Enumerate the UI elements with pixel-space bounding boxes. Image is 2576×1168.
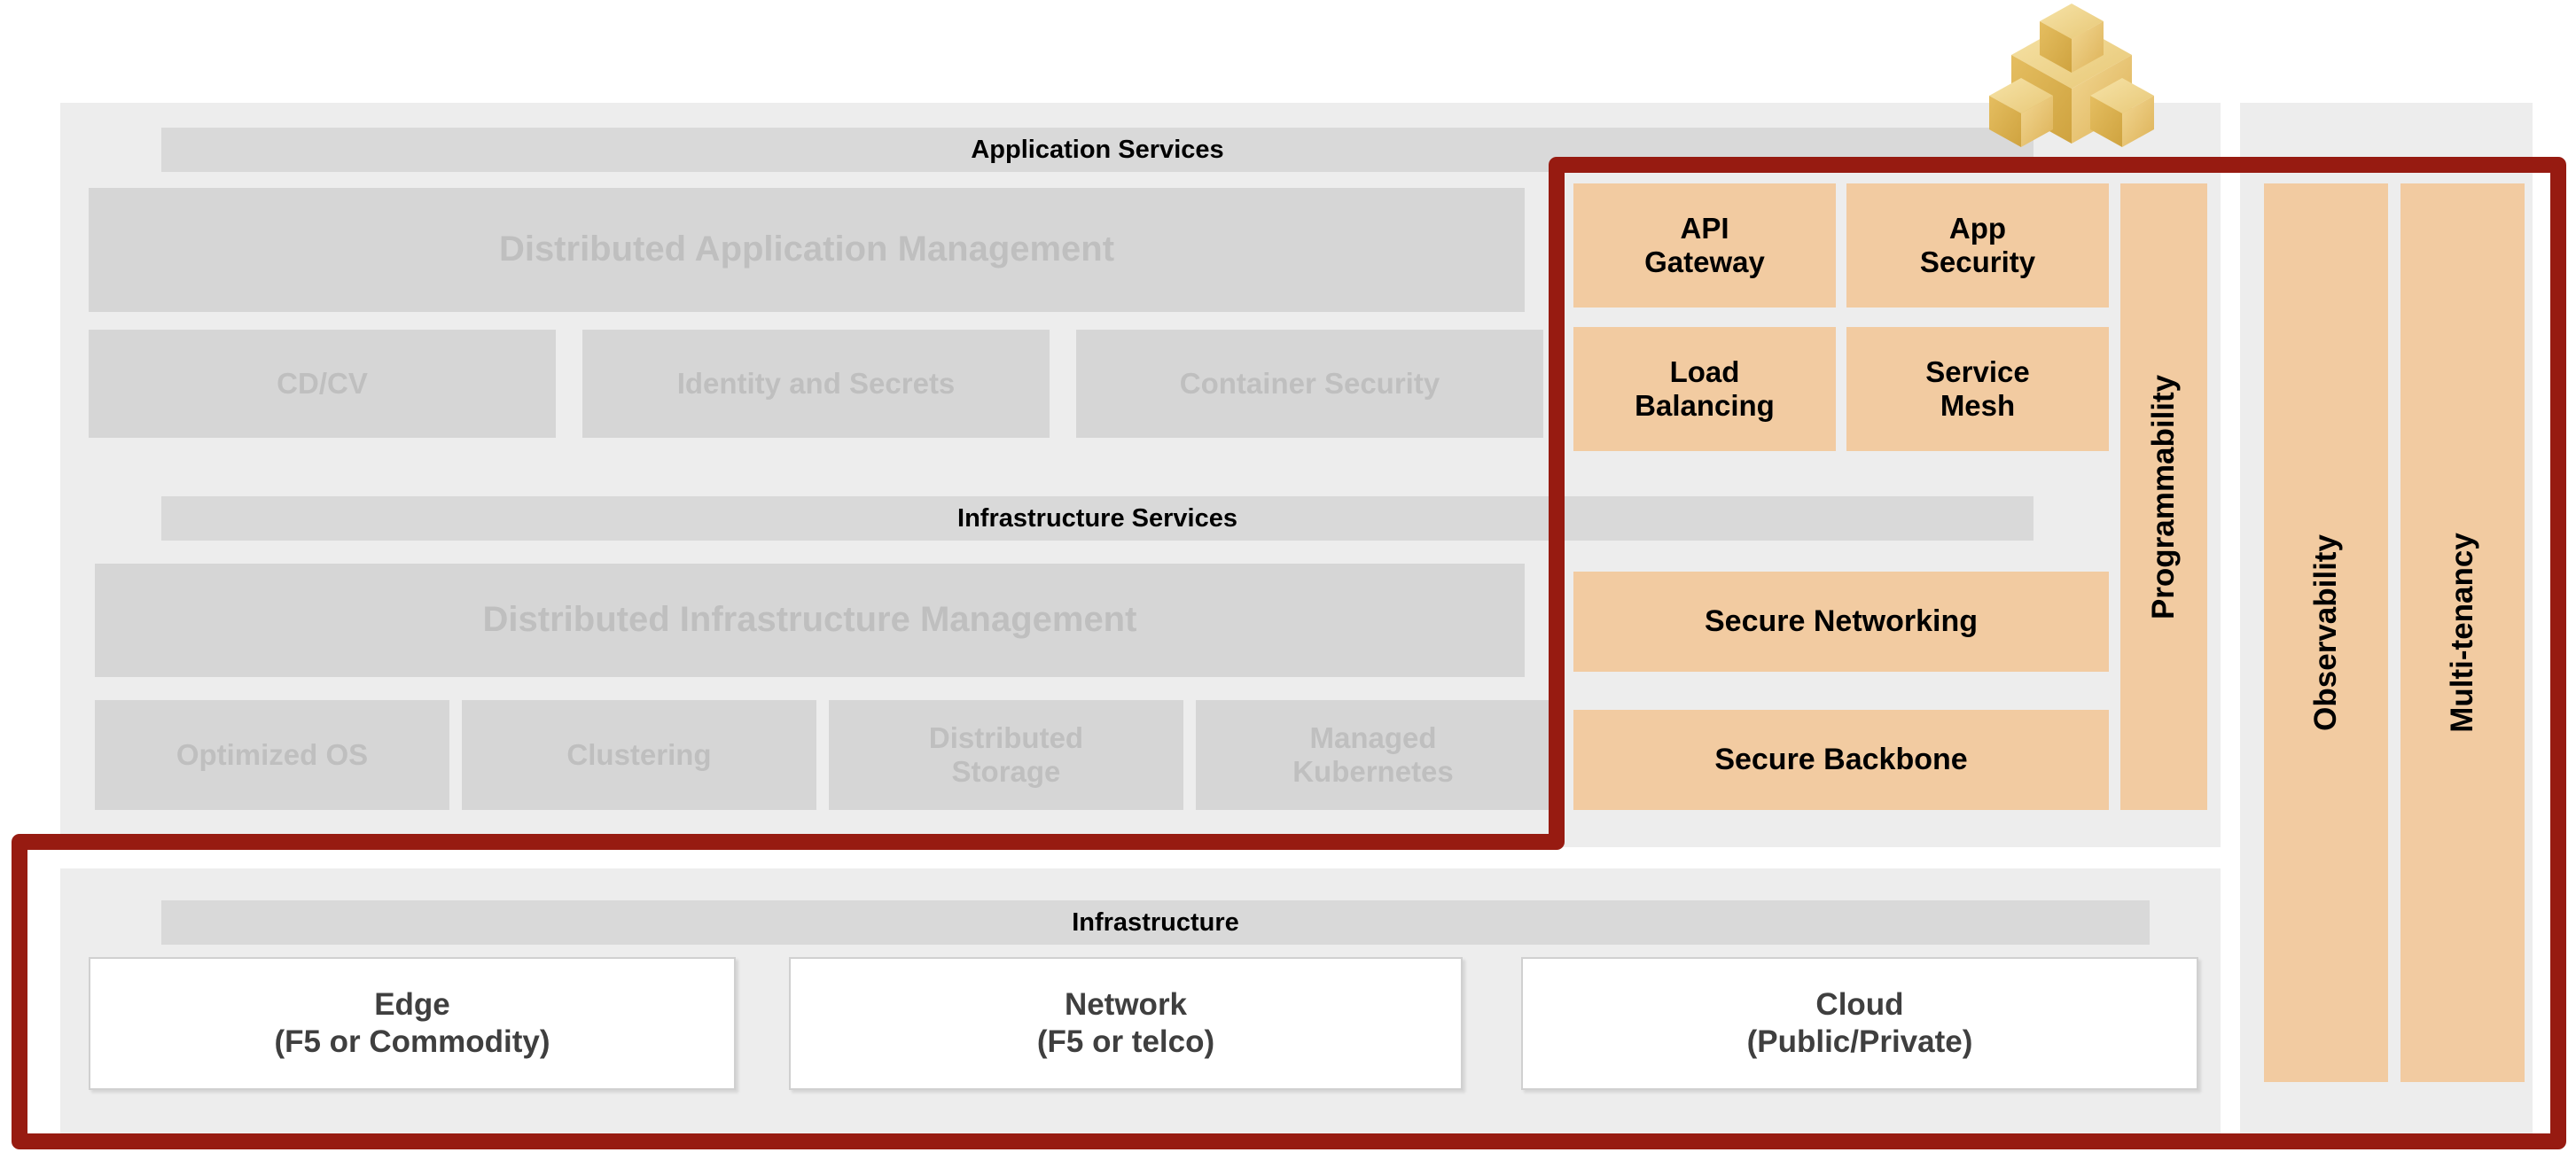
box-network-label: Network (F5 or telco) — [1036, 987, 1215, 1059]
box-programmability: Programmability — [2120, 183, 2207, 810]
box-secure-backbone: Secure Backbone — [1573, 710, 2109, 810]
box-managed-kubernetes-label: Managed Kubernetes — [1292, 721, 1454, 788]
band-infrastructure: Infrastructure — [161, 900, 2150, 945]
box-secure-backbone-label: Secure Backbone — [1714, 743, 1968, 777]
box-distributed-application-management-label: Distributed Application Management — [498, 230, 1115, 269]
box-cloud: Cloud (Public/Private) — [1521, 957, 2198, 1090]
box-load-balancing: Load Balancing — [1573, 327, 1836, 451]
box-app-security-label: App Security — [1919, 212, 2036, 278]
box-cd-cv-label: CD/CV — [277, 367, 368, 401]
band-infrastructure-label: Infrastructure — [1072, 907, 1239, 937]
box-distributed-storage-label: Distributed Storage — [928, 721, 1084, 788]
box-edge-label: Edge (F5 or Commodity) — [274, 987, 550, 1059]
box-distributed-infrastructure-management: Distributed Infrastructure Management — [95, 564, 1525, 677]
box-container-security: Container Security — [1076, 330, 1543, 438]
band-application-services: Application Services — [161, 128, 2033, 172]
box-observability-label: Observability — [2308, 534, 2344, 731]
box-multi-tenancy-label: Multi-tenancy — [2445, 533, 2480, 733]
box-cloud-label: Cloud (Public/Private) — [1746, 987, 1973, 1059]
box-optimized-os: Optimized OS — [95, 700, 449, 810]
box-app-security: App Security — [1846, 183, 2109, 308]
box-multi-tenancy: Multi-tenancy — [2400, 183, 2525, 1082]
band-infrastructure-services-label: Infrastructure Services — [957, 503, 1237, 533]
box-clustering: Clustering — [462, 700, 816, 810]
isometric-cube-logo — [1989, 4, 2154, 147]
box-clustering-label: Clustering — [566, 738, 712, 772]
band-infrastructure-services: Infrastructure Services — [161, 496, 2033, 541]
box-network: Network (F5 or telco) — [789, 957, 1463, 1090]
box-load-balancing-label: Load Balancing — [1635, 355, 1775, 422]
box-programmability-label: Programmability — [2146, 374, 2182, 619]
box-managed-kubernetes: Managed Kubernetes — [1196, 700, 1550, 810]
box-api-gateway-label: API Gateway — [1644, 212, 1765, 278]
box-observability: Observability — [2264, 183, 2388, 1082]
box-api-gateway: API Gateway — [1573, 183, 1836, 308]
box-identity-and-secrets-label: Identity and Secrets — [676, 367, 956, 401]
box-secure-networking-label: Secure Networking — [1705, 604, 1978, 639]
box-container-security-label: Container Security — [1179, 367, 1440, 401]
band-application-services-label: Application Services — [971, 135, 1224, 164]
box-identity-and-secrets: Identity and Secrets — [582, 330, 1050, 438]
box-service-mesh: Service Mesh — [1846, 327, 2109, 451]
box-secure-networking: Secure Networking — [1573, 572, 2109, 672]
box-optimized-os-label: Optimized OS — [176, 738, 369, 772]
box-service-mesh-label: Service Mesh — [1925, 355, 2030, 422]
box-distributed-application-management: Distributed Application Management — [89, 188, 1525, 312]
box-distributed-infrastructure-management-label: Distributed Infrastructure Management — [482, 600, 1137, 640]
box-distributed-storage: Distributed Storage — [829, 700, 1183, 810]
box-edge: Edge (F5 or Commodity) — [89, 957, 736, 1090]
box-cd-cv: CD/CV — [89, 330, 556, 438]
